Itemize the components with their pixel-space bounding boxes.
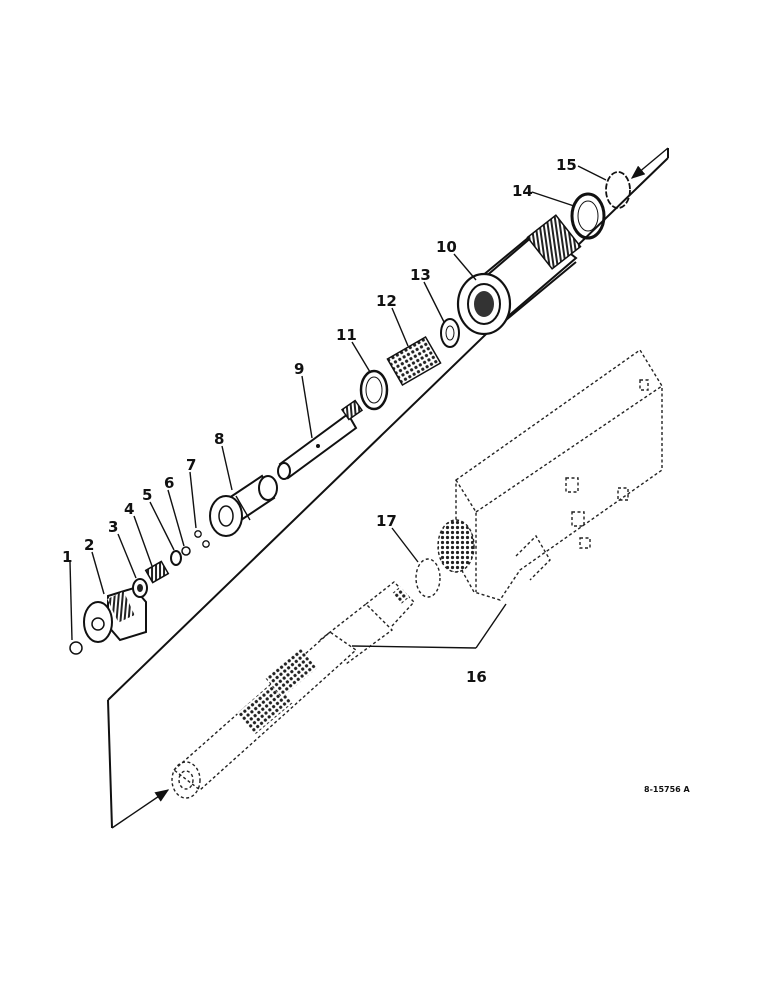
callout-10: 10	[436, 238, 457, 256]
part-4-spring	[144, 560, 170, 584]
part-13-washer	[440, 318, 460, 348]
part-10-sleeve	[456, 214, 582, 336]
leader-lines	[69, 165, 607, 649]
part-8-valve-seat	[209, 474, 278, 537]
part-16-valve-body	[171, 581, 415, 799]
callout-5: 5	[142, 486, 152, 504]
reference-code: 8-15756 A	[644, 785, 691, 794]
callout-6: 6	[164, 474, 174, 492]
callout-7: 7	[186, 456, 196, 474]
callout-17: 17	[376, 512, 397, 530]
part-5-washer	[170, 550, 182, 566]
part-1-ball	[69, 641, 83, 655]
callout-13: 13	[410, 266, 431, 284]
callout-3: 3	[108, 518, 118, 536]
callout-8: 8	[214, 430, 224, 448]
callout-9: 9	[294, 360, 304, 378]
part-3-nut	[132, 578, 148, 598]
part-14-ring	[570, 192, 606, 240]
part-9-plunger	[277, 399, 364, 480]
part-15-snap-ring	[605, 171, 631, 209]
callout-11: 11	[336, 326, 357, 344]
part-2-plug	[83, 586, 147, 643]
callout-16: 16	[466, 668, 487, 686]
callout-2: 2	[84, 536, 94, 554]
part-12-spring	[386, 335, 442, 387]
callout-1: 1	[62, 548, 72, 566]
part-6-ball	[181, 546, 191, 556]
part-16-housing	[437, 348, 663, 601]
callout-labels: 1 2 3 4 5 6 7 8 9 10 11 12 13 14 15 16 1…	[62, 156, 691, 794]
callout-14: 14	[512, 182, 533, 200]
part-7-balls	[194, 530, 210, 548]
callout-15: 15	[556, 156, 577, 174]
part-11-o-ring	[359, 369, 389, 411]
callout-4: 4	[124, 500, 134, 518]
callout-12: 12	[376, 292, 397, 310]
part-17-o-ring	[415, 558, 441, 598]
